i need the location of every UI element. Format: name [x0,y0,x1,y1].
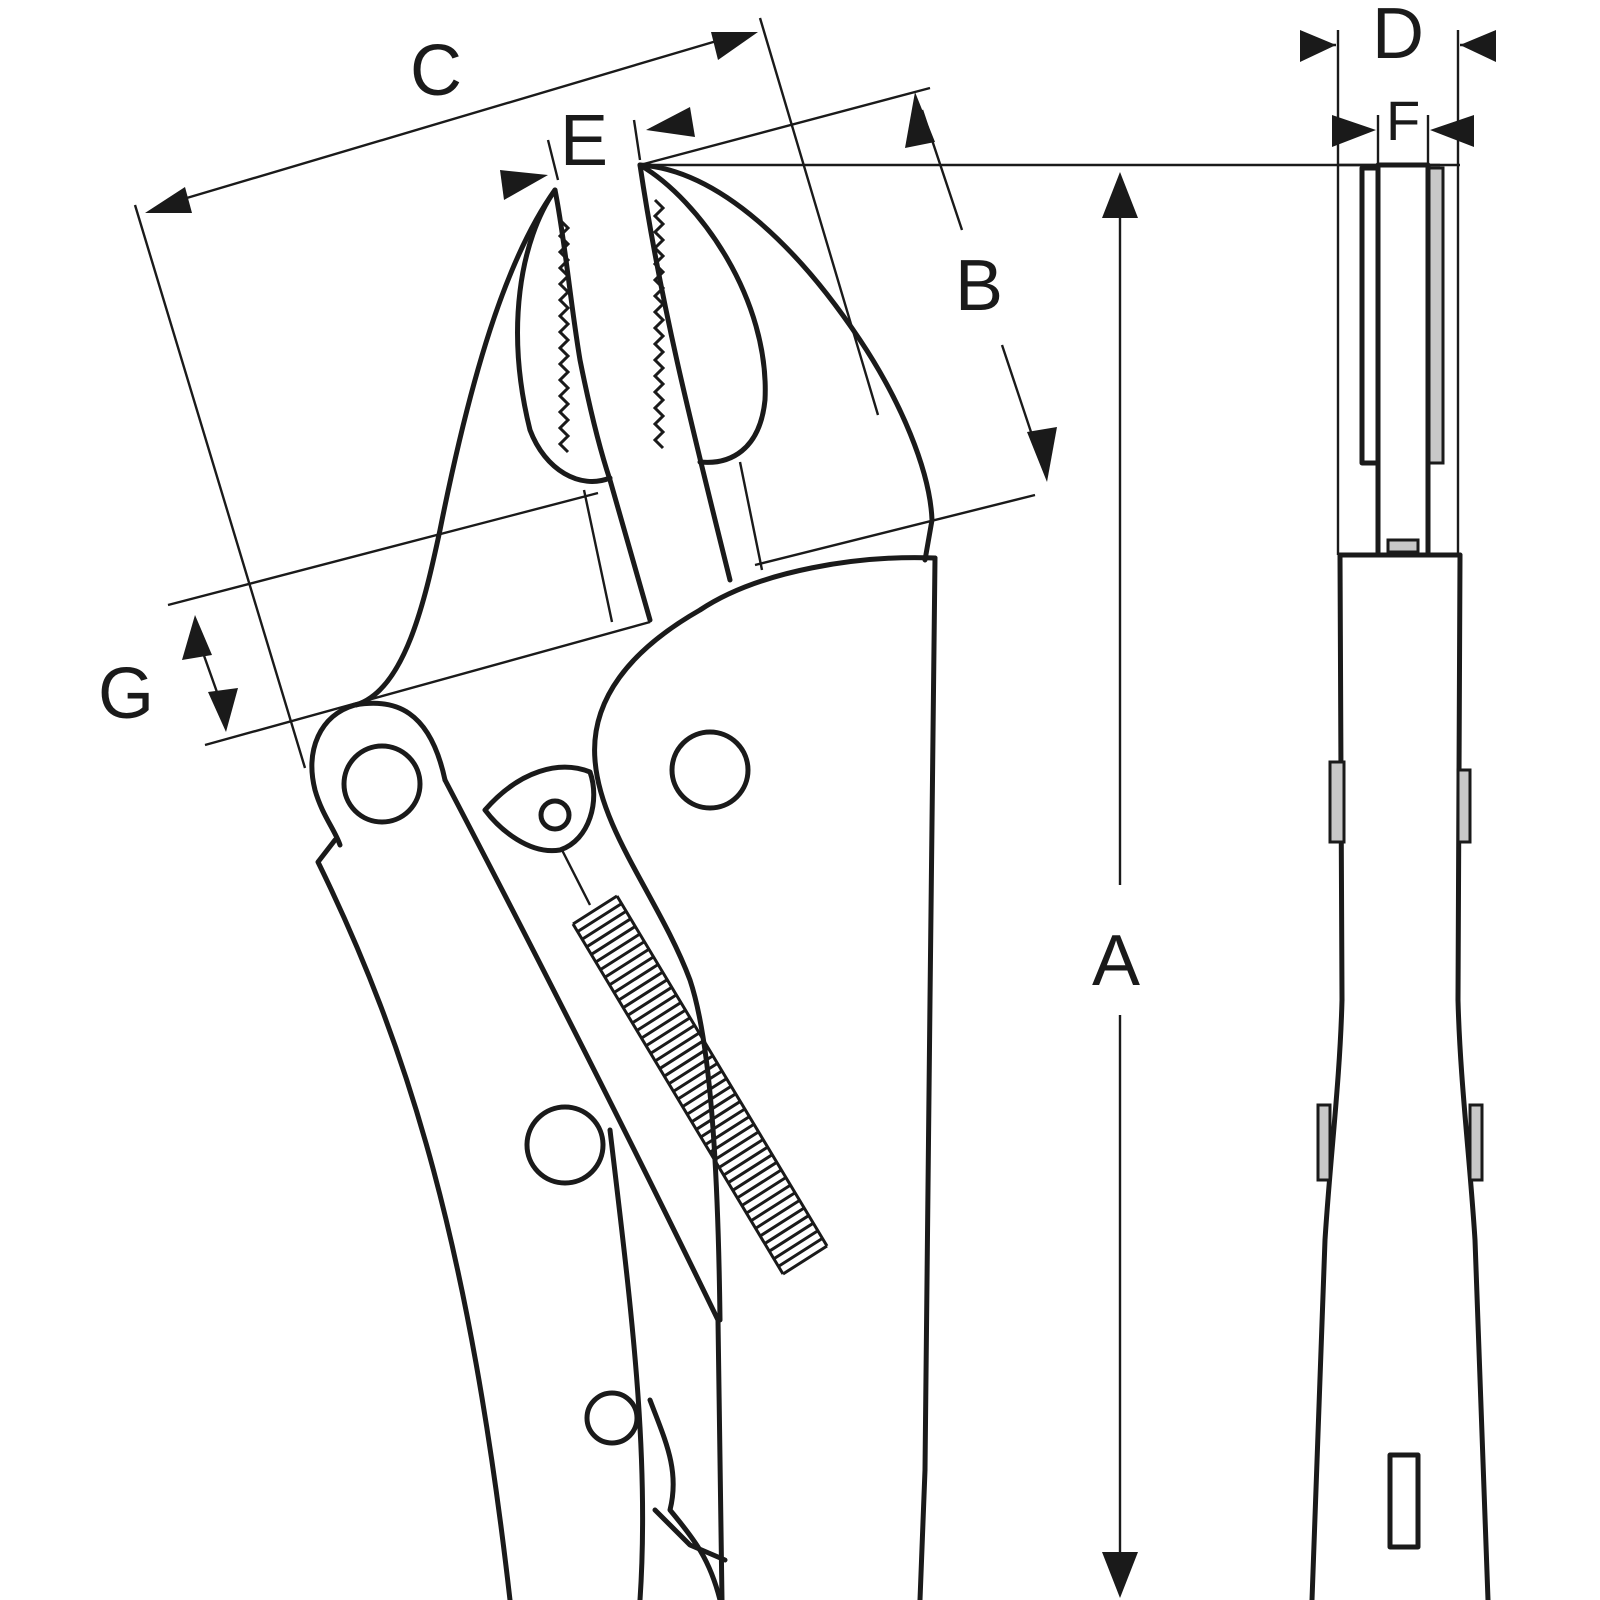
release-lever [607,1127,646,1600]
handle-rivet-middle [524,1104,606,1186]
release-lever-edge [647,1397,723,1600]
dim-g-line [200,649,220,696]
edge-jaw-block [1375,162,1431,558]
edge-body-left [1309,552,1345,1600]
dim-e-extension-left [546,139,560,181]
label-d: D [1372,0,1424,74]
upper-jaw-inner [637,162,768,465]
edge-body-right [1455,552,1491,1600]
dimension-lines-edge [1300,30,1496,165]
dim-c-line [179,38,721,202]
upper-handle-body [592,555,938,1323]
dim-c-arrow-right [711,32,758,60]
edge-slot [1387,1452,1421,1550]
label-c: C [410,31,462,111]
dim-b-arrow-top [905,92,935,148]
edge-rivet-left-lower [1316,1103,1332,1182]
body-rivet-upper [669,729,751,811]
label-f: F [1386,89,1420,152]
pivot-link-right [352,700,448,783]
dim-c-extension-right [758,17,880,416]
upper-jaw-outer [637,162,935,563]
spring-side-left [571,923,785,1275]
label-g: G [98,654,154,734]
handle-rivet-lower [584,1390,640,1446]
dimension-lines-side [133,17,1440,1598]
dim-g-extension-bottom [204,620,651,747]
dim-e-arrow-left [500,170,548,200]
dim-g-arrow-bottom [208,688,238,732]
dim-a-arrow-bottom [1102,1552,1138,1598]
dim-c-extension-left [133,204,307,769]
pliers-edge-view [1309,120,1491,1600]
dim-g-extension-top [167,491,599,607]
lower-jaw-inner [515,187,613,484]
spring-side-right [615,895,829,1247]
edge-rivet-right-lower [1468,1103,1484,1182]
upper-jaw-teeth [652,198,666,450]
upper-handle-right-edge [917,555,938,1600]
upper-jaw-shank [637,162,733,583]
lower-jaw-outer [353,187,653,708]
dim-e-arrow-right [646,107,695,137]
dim-b-extension-bottom [754,493,1036,567]
release-lever-tip [652,1507,728,1563]
dim-f-arrow-right [1430,115,1474,147]
spring-hook [560,849,592,906]
pivot-rivet [341,743,423,825]
spring [571,894,829,1276]
pliers-side-view [309,162,938,1600]
edge-rivet-left [1328,760,1346,844]
lower-jaw-teeth [557,218,571,454]
toggle-link [482,764,597,854]
toggle-rivet [538,798,572,832]
dim-b-extension-top [639,86,931,167]
upper-jaw-shank-line [738,461,764,571]
dim-e-extension-right [632,119,642,161]
dim-b-arrow-bottom [1027,427,1057,482]
edge-rivet-right [1456,768,1472,844]
dim-f-arrow-left [1332,115,1376,147]
label-e: E [560,101,608,181]
dimension-labels: C E B G A D F [98,0,1424,1001]
dim-c-arrow-left [145,187,192,213]
dim-g-arrow-top [182,615,212,660]
edge-jaw-base-mark [1386,538,1420,554]
label-b: B [955,246,1003,326]
spring-coils [572,894,828,1276]
label-a: A [1092,921,1140,1001]
lower-jaw-shank [582,489,614,623]
lower-handle-inner-edge [442,777,725,1600]
lower-handle [315,837,513,1600]
pivot-link [309,702,358,848]
dim-a-arrow-top [1102,172,1138,218]
